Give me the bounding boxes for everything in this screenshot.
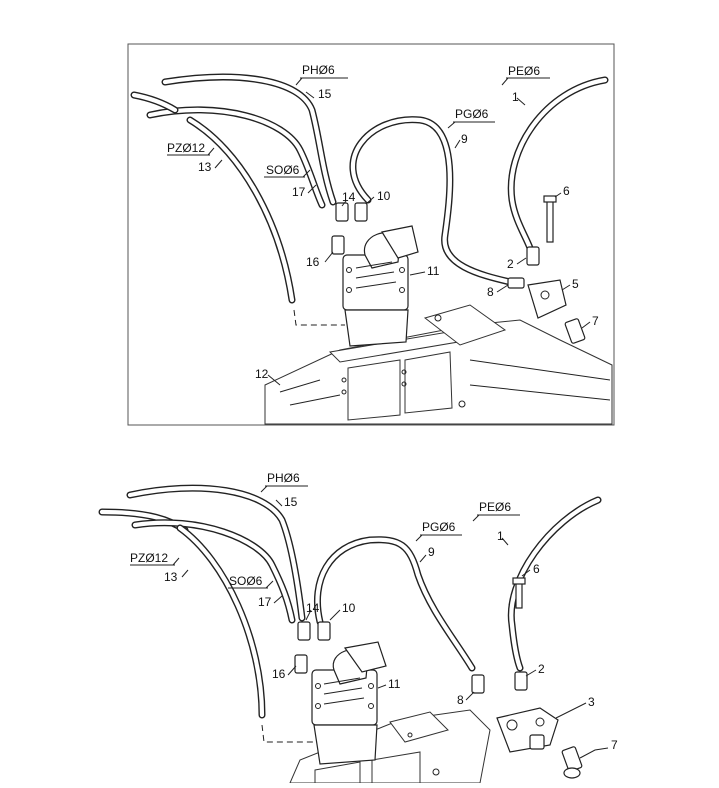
lower-label-pz: PZØ12 bbox=[130, 551, 168, 565]
upper-callout-14: 14 bbox=[342, 190, 356, 204]
lower-callout-6: 6 bbox=[533, 562, 540, 576]
upper-callout-9: 9 bbox=[461, 132, 468, 146]
lower-callout-9: 9 bbox=[428, 545, 435, 559]
upper-machine-frame bbox=[264, 304, 613, 425]
upper-hoses bbox=[130, 73, 609, 326]
lower-block-3 bbox=[496, 707, 559, 753]
lower-callout-17: 17 bbox=[258, 595, 272, 609]
upper-diagram: PHØ6 PEØ6 PGØ6 PZØ12 SOØ6 15 1 9 13 17 1… bbox=[127, 43, 615, 426]
lower-callout-11: 11 bbox=[388, 677, 401, 691]
lower-control-valve bbox=[311, 641, 387, 765]
upper-callout-11: 11 bbox=[427, 264, 440, 278]
lower-callout-3: 3 bbox=[588, 695, 595, 709]
lower-label-pg: PGØ6 bbox=[422, 520, 456, 534]
lower-callout-15: 15 bbox=[284, 495, 298, 509]
lower-hoses bbox=[98, 484, 602, 743]
upper-callout-17: 17 bbox=[292, 185, 306, 199]
lower-machine-frame bbox=[289, 709, 491, 784]
lower-diagram: PHØ6 PEØ6 PGØ6 PZØ12 SOØ6 15 1 9 13 17 1… bbox=[98, 471, 618, 784]
upper-fittings bbox=[331, 195, 586, 344]
upper-callout-15: 15 bbox=[318, 87, 332, 101]
lower-callout-1: 1 bbox=[497, 529, 504, 543]
lower-leader-lines bbox=[130, 485, 609, 759]
lower-callout-7: 7 bbox=[611, 738, 618, 752]
upper-callout-7: 7 bbox=[592, 314, 599, 328]
lower-fittings bbox=[294, 577, 583, 779]
upper-callout-10: 10 bbox=[377, 189, 391, 203]
upper-block-5 bbox=[527, 279, 567, 319]
upper-callout-13: 13 bbox=[198, 160, 212, 174]
lower-label-pe: PEØ6 bbox=[479, 500, 511, 514]
upper-callout-5: 5 bbox=[572, 277, 579, 291]
upper-leader-lines bbox=[167, 77, 591, 386]
lower-labels: PHØ6 PEØ6 PGØ6 PZØ12 SOØ6 15 1 9 13 17 1… bbox=[130, 471, 618, 752]
upper-callout-2: 2 bbox=[507, 257, 514, 271]
upper-callout-8: 8 bbox=[487, 285, 494, 299]
lower-callout-10: 10 bbox=[342, 601, 356, 615]
upper-label-pe: PEØ6 bbox=[508, 64, 540, 78]
upper-callout-16: 16 bbox=[306, 255, 320, 269]
upper-callout-1: 1 bbox=[512, 90, 519, 104]
upper-label-ph: PHØ6 bbox=[302, 63, 335, 77]
lower-callout-13: 13 bbox=[164, 570, 178, 584]
upper-label-so: SOØ6 bbox=[266, 163, 300, 177]
lower-callout-14: 14 bbox=[306, 601, 320, 615]
upper-callout-6: 6 bbox=[563, 184, 570, 198]
upper-callout-12: 12 bbox=[255, 367, 269, 381]
lower-callout-2: 2 bbox=[538, 662, 545, 676]
lower-label-ph: PHØ6 bbox=[267, 471, 300, 485]
upper-labels: PHØ6 PEØ6 PGØ6 PZØ12 SOØ6 15 1 9 13 17 1… bbox=[167, 63, 599, 381]
lower-label-so: SOØ6 bbox=[229, 574, 263, 588]
lower-callout-16: 16 bbox=[272, 667, 286, 681]
upper-label-pz: PZØ12 bbox=[167, 141, 205, 155]
upper-label-pg: PGØ6 bbox=[455, 107, 489, 121]
lower-callout-8: 8 bbox=[457, 693, 464, 707]
upper-control-valve bbox=[342, 225, 419, 347]
